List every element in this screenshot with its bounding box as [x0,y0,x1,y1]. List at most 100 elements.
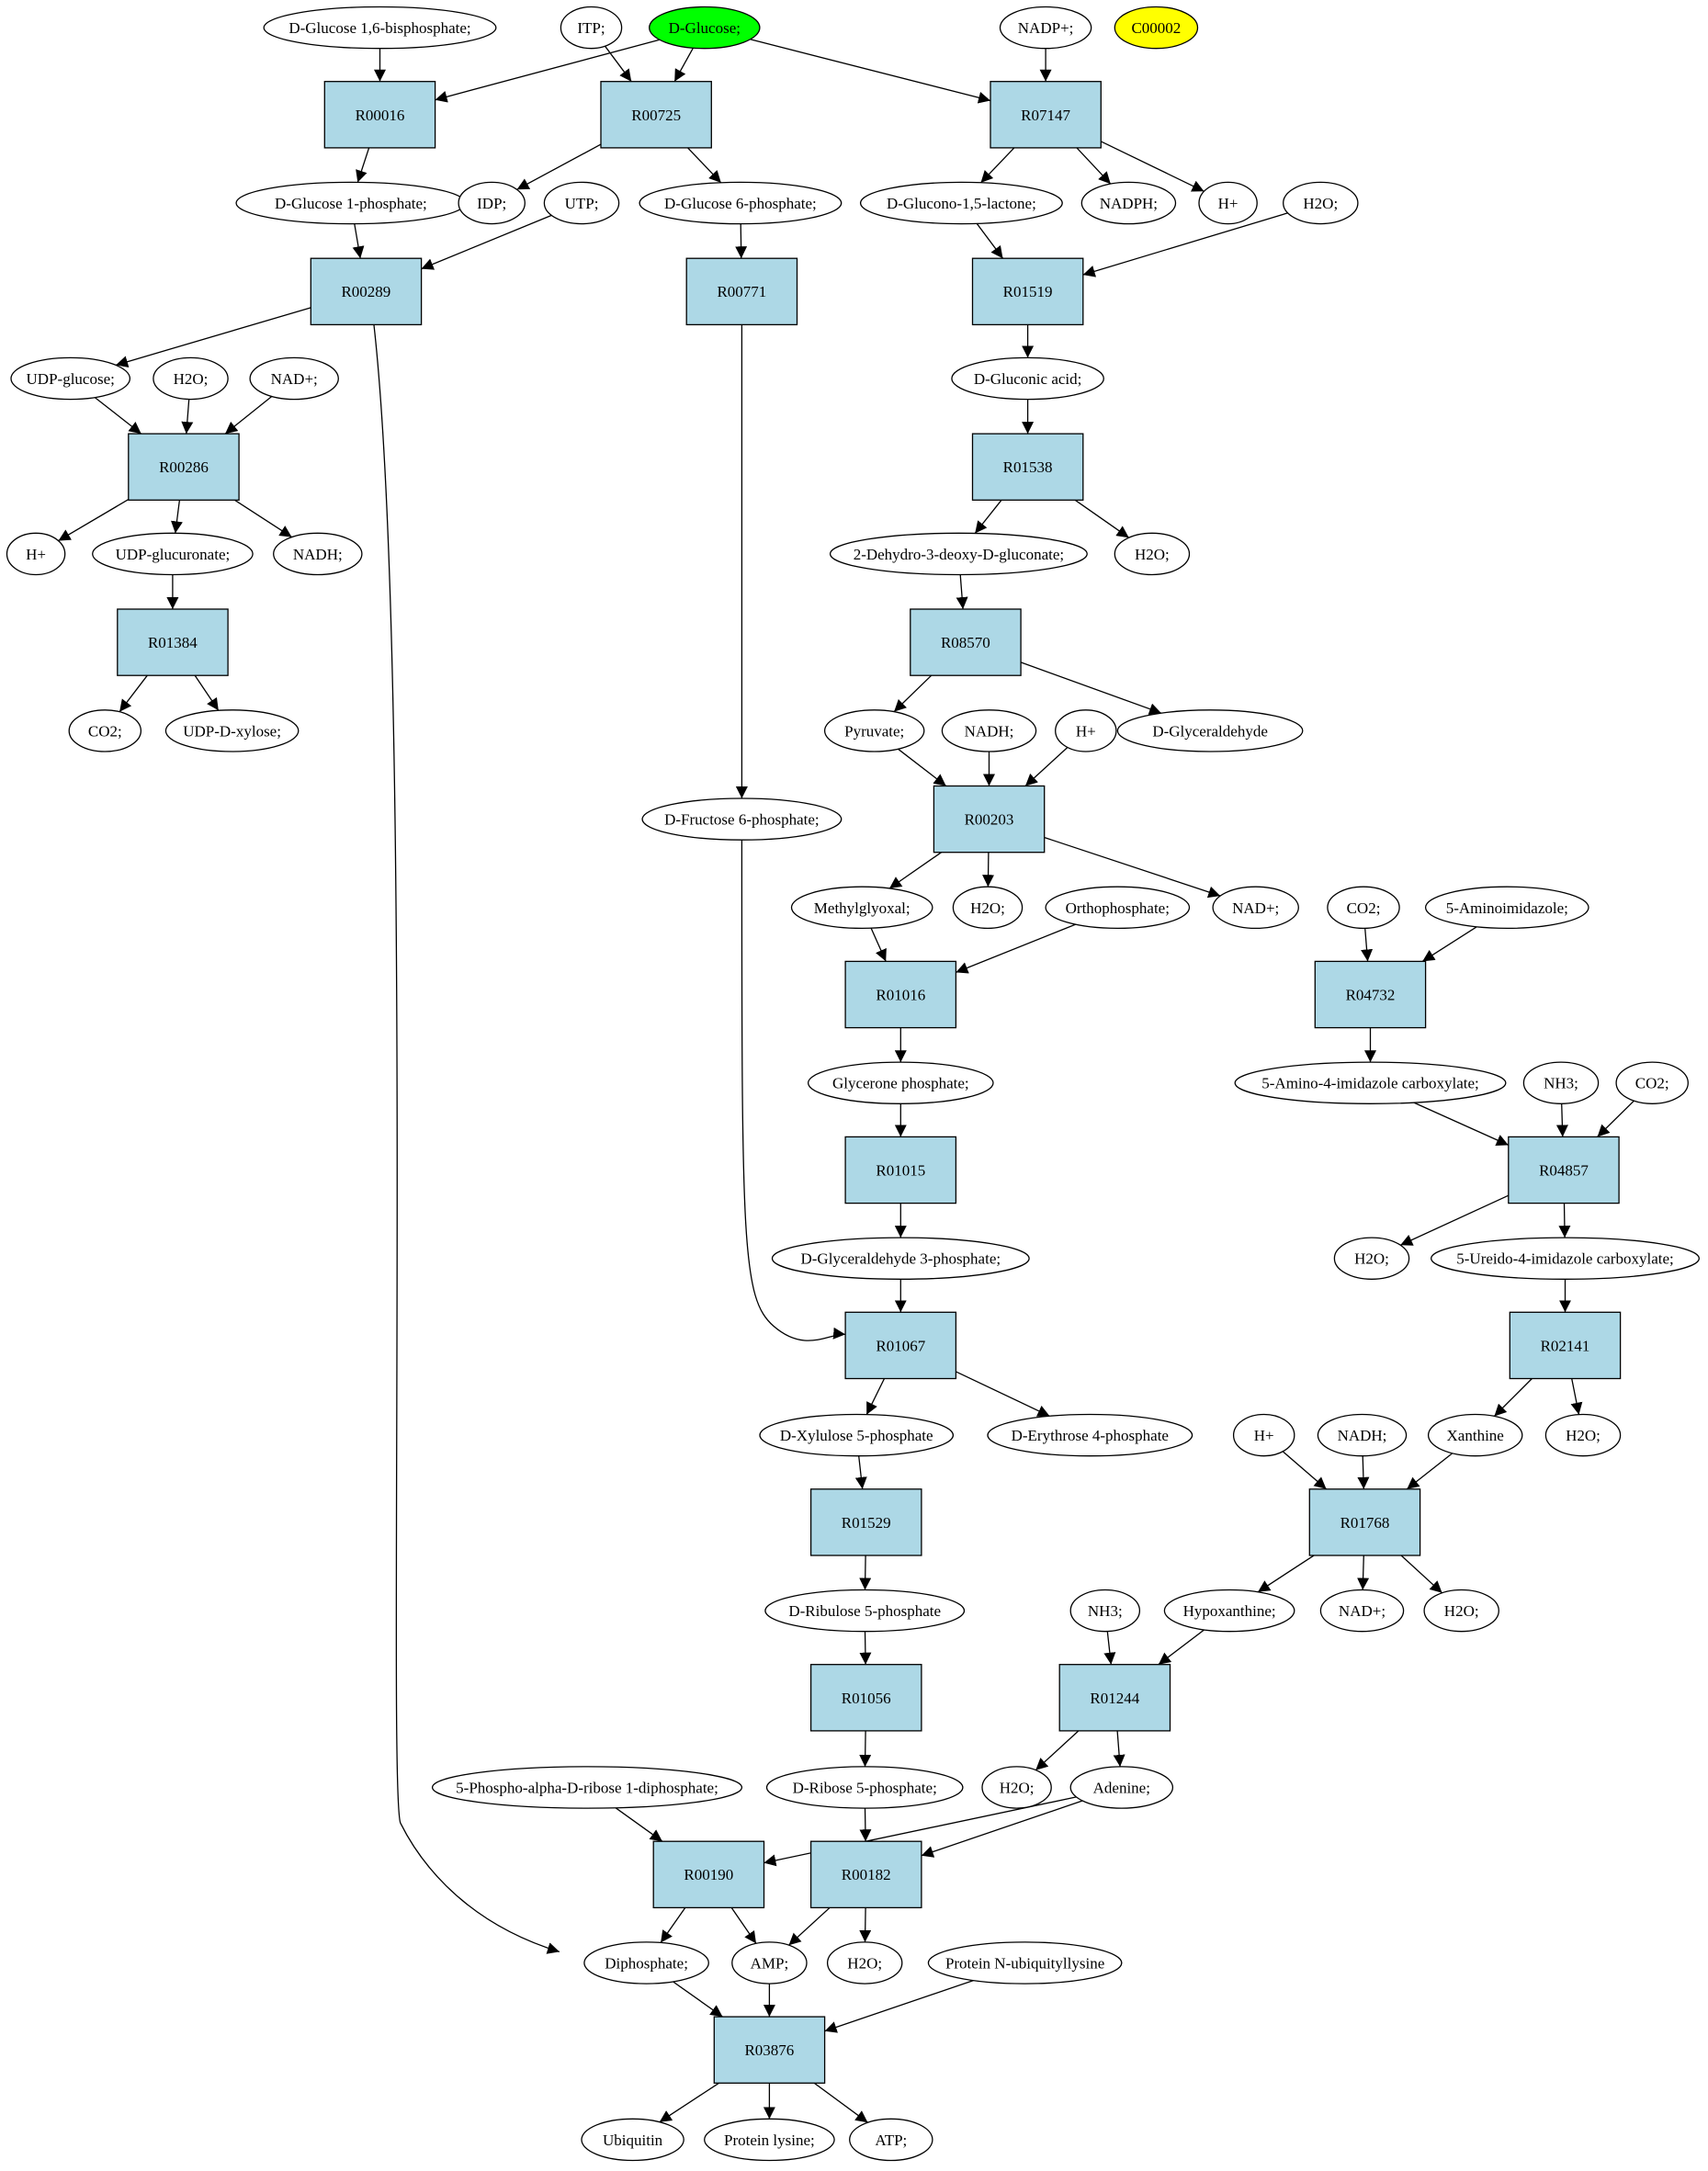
compound-node[interactable]: NAD+; [249,356,339,401]
reaction-node[interactable]: R00182 [809,1840,922,1909]
compound-node[interactable]: H+ [1055,709,1117,752]
reaction-node[interactable]: R01015 [844,1136,957,1204]
compound-node[interactable]: D-Xylulose 5-phosphate [759,1413,955,1457]
reaction-node[interactable]: R01016 [844,960,957,1029]
reaction-node[interactable]: R00190 [652,1840,765,1909]
compound-node[interactable]: D-Glucose; [649,6,761,50]
compound-node[interactable]: UTP; [543,181,620,225]
reaction-node[interactable]: R04732 [1314,960,1427,1029]
reaction-node[interactable]: R01519 [971,257,1084,326]
compound-node[interactable]: H2O; [981,1766,1052,1809]
compound-node[interactable]: D-Ribulose 5-phosphate [764,1589,966,1633]
reaction-node[interactable]: R01529 [809,1488,922,1556]
compound-node[interactable]: NADP+; [999,6,1092,50]
compound-node[interactable]: Adenine; [1069,1766,1174,1809]
edge-r_R00203-to-c_h2o_d [982,852,995,888]
edge-r_R00289-to-c_ppi [372,316,560,1954]
compound-node[interactable]: ATP; [849,2118,933,2162]
compound-node[interactable]: D-Glucose 1-phosphate; [235,181,467,225]
compound-node[interactable]: Orthophosphate; [1045,886,1191,930]
compound-node[interactable]: H2O; [952,886,1024,930]
compound-node[interactable]: H2O; [1283,181,1359,225]
reaction-node[interactable]: R02141 [1509,1311,1622,1380]
reaction-node[interactable]: R00725 [600,81,712,149]
compound-node[interactable]: NH3; [1522,1061,1600,1104]
compound-node[interactable]: CO2; [1327,886,1400,930]
compound-node[interactable]: D-Fructose 6-phosphate; [641,797,843,841]
compound-node[interactable]: D-Erythrose 4-phosphate [987,1413,1193,1457]
compound-node[interactable]: D-Glucose 1,6-bisphosphate; [263,6,497,50]
reaction-node[interactable]: R00286 [128,433,240,501]
compound-node[interactable]: 5-Amino-4-imidazole carboxylate; [1234,1061,1507,1104]
compound-node[interactable]: UDP-D-xylose; [164,709,300,752]
reaction-node[interactable]: R01384 [117,608,229,676]
reaction-node[interactable]: R01056 [809,1664,922,1732]
compound-ellipse [1114,532,1191,576]
reaction-node[interactable]: R00289 [310,257,423,326]
compound-ellipse [164,709,300,752]
compound-node[interactable]: H2O; [1423,1589,1499,1633]
compound-node[interactable]: NADH; [941,709,1037,752]
compound-node[interactable]: 5-Aminoimidazole; [1424,886,1589,930]
compound-node[interactable]: UDP-glucuronate; [92,532,254,576]
compound-node[interactable]: D-Glyceraldehyde [1116,709,1304,752]
compound-node[interactable]: NAD+; [1319,1589,1405,1633]
compound-node[interactable]: C00002 [1114,6,1199,50]
compound-node[interactable]: Xanthine [1427,1413,1523,1457]
reaction-node[interactable]: R01768 [1308,1488,1421,1556]
compound-ellipse [1234,1061,1507,1104]
compound-ellipse [951,356,1104,401]
reaction-node[interactable]: R01538 [971,433,1084,501]
compound-node[interactable]: H2O; [1114,532,1191,576]
reaction-node[interactable]: R00016 [323,81,436,149]
compound-node[interactable]: IDP; [458,181,526,225]
compound-node[interactable]: D-Glyceraldehyde 3-phosphate; [771,1237,1030,1280]
compound-node[interactable]: 5-Ureido-4-imidazole carboxylate; [1431,1237,1700,1280]
compound-node[interactable]: 5-Phospho-alpha-D-ribose 1-diphosphate; [431,1766,743,1809]
compound-ellipse [731,1941,808,1984]
compound-ellipse [1045,886,1191,930]
compound-node[interactable]: CO2; [1615,1061,1689,1104]
compound-node[interactable]: H2O; [1333,1237,1410,1280]
compound-node[interactable]: D-Glucono-1,5-lactone; [859,181,1063,225]
reaction-node[interactable]: R03876 [713,2016,826,2084]
compound-node[interactable]: H+ [6,532,66,576]
reaction-box [652,1840,765,1909]
compound-node[interactable]: Hypoxanthine; [1163,1589,1295,1633]
compound-node[interactable]: Glycerone phosphate; [807,1061,994,1104]
compound-node[interactable]: H2O; [826,1941,903,1984]
compound-ellipse [543,181,620,225]
compound-node[interactable]: Methylglyoxal; [790,886,933,930]
reaction-node[interactable]: R01244 [1058,1664,1171,1732]
compound-node[interactable]: 2-Dehydro-3-deoxy-D-gluconate; [829,532,1088,576]
compound-node[interactable]: Protein N-ubiquityllysine [927,1941,1123,1984]
compound-node[interactable]: NH3; [1069,1589,1141,1633]
compound-node[interactable]: H+ [1232,1413,1295,1457]
compound-node[interactable]: Protein lysine; [704,2118,835,2162]
reaction-node[interactable]: R08570 [910,608,1022,676]
compound-node[interactable]: Diphosphate; [583,1941,709,1984]
reaction-node[interactable]: R00203 [933,785,1046,854]
compound-node[interactable]: ITP; [560,6,623,50]
compound-node[interactable]: CO2; [68,709,142,752]
compound-node[interactable]: NADPH; [1080,181,1177,225]
compound-node[interactable]: NADH; [273,532,363,576]
reaction-node[interactable]: R04857 [1508,1136,1620,1204]
reaction-node[interactable]: R01067 [844,1311,957,1380]
compound-node[interactable]: D-Ribose 5-phosphate; [765,1766,964,1809]
compound-node[interactable]: H2O; [153,356,229,401]
compound-node[interactable]: AMP; [731,1941,808,1984]
compound-node[interactable]: NADH; [1317,1413,1408,1457]
reaction-node[interactable]: R00771 [685,257,798,326]
compound-node[interactable]: H2O; [1544,1413,1622,1457]
reaction-node[interactable]: R07147 [990,81,1102,149]
compound-node[interactable]: H+ [1198,181,1258,225]
compound-node[interactable]: UDP-glucose; [10,356,131,401]
compound-node[interactable]: D-Glucose 6-phosphate; [639,181,843,225]
compound-node[interactable]: Pyruvate; [823,709,925,752]
compound-node[interactable]: NAD+; [1212,886,1299,930]
edge-r_R07147-to-c_glucono [980,147,1015,184]
edge-r_R01538-to-c_h2o_c [1074,499,1130,538]
compound-node[interactable]: Ubiquitin [581,2118,684,2162]
compound-node[interactable]: D-Gluconic acid; [951,356,1104,401]
